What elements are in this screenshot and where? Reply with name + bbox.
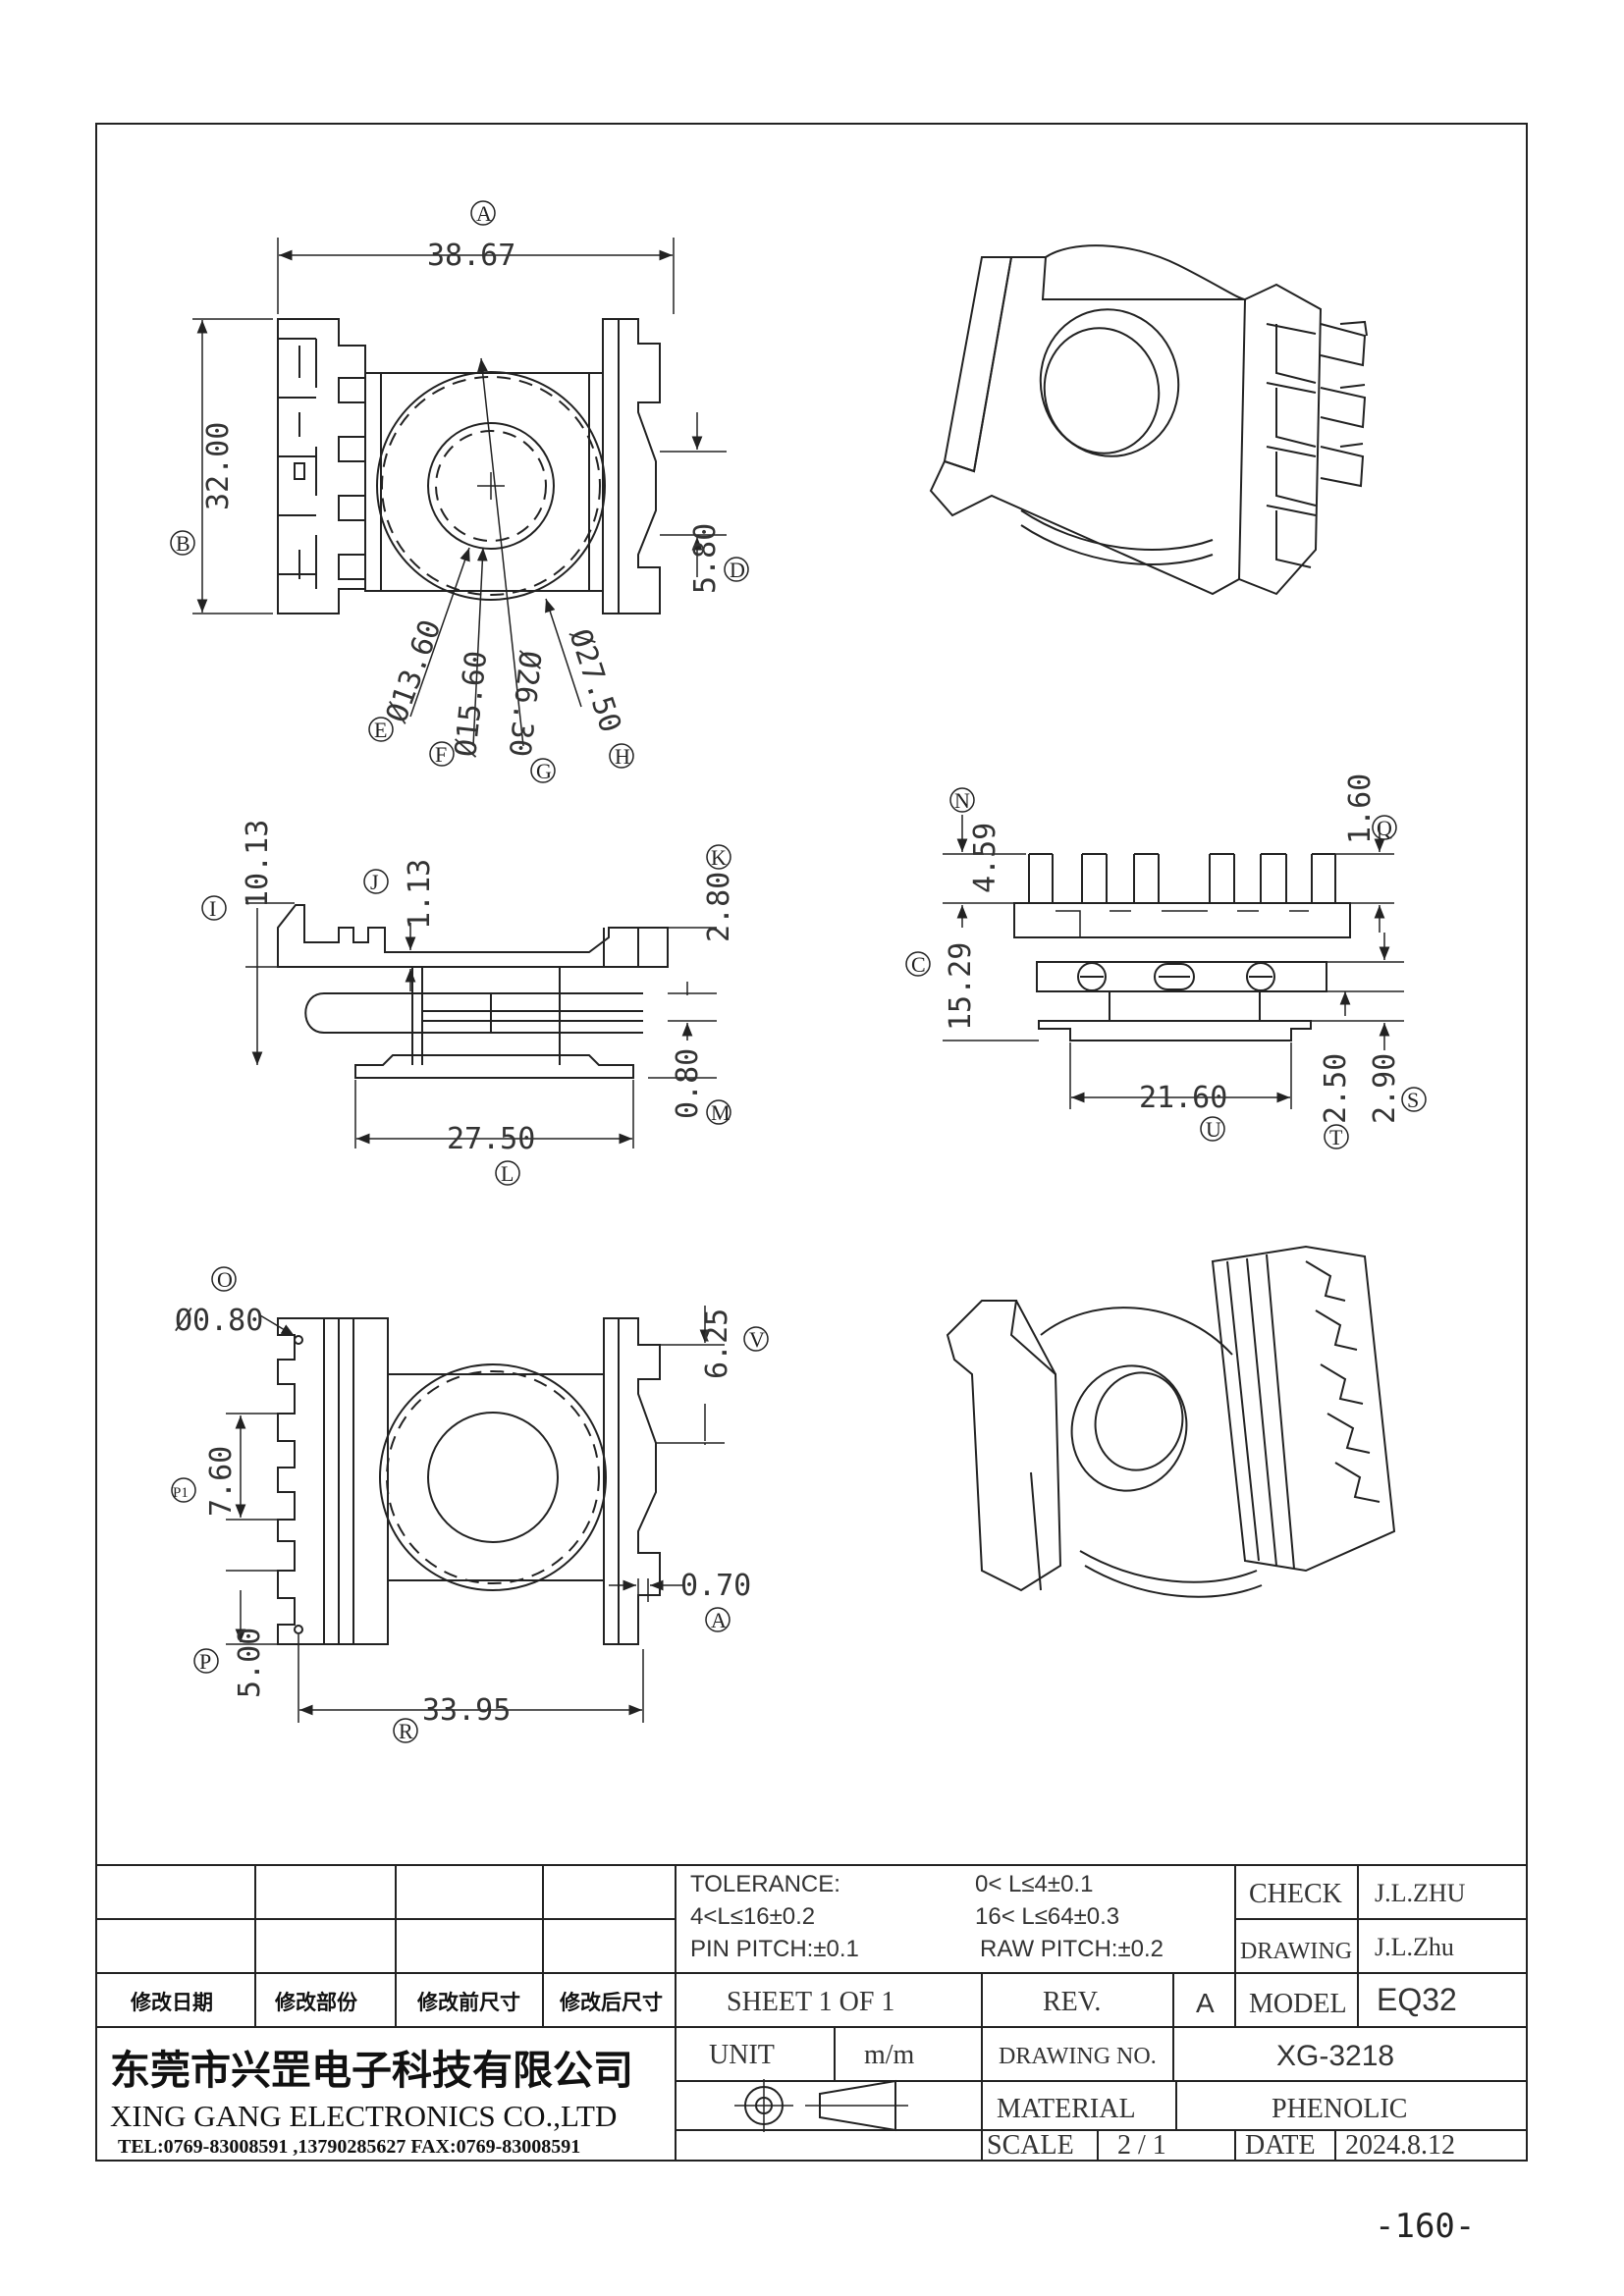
dim-b-value: 32.00 (201, 422, 236, 510)
side-view (201, 844, 731, 1186)
page-number: -160- (1375, 2207, 1476, 2246)
date-label: DATE (1245, 2130, 1316, 2161)
rev-header-date: 修改日期 (130, 1991, 213, 2014)
company-name-en: XING GANG ELECTRONICS CO.,LTD (110, 2099, 617, 2133)
dim-d-label: D (730, 558, 745, 582)
dim-m-value: 0.80 (671, 1048, 705, 1119)
drawing-label: DRAWING (1240, 1939, 1352, 1964)
title-block (95, 1864, 1528, 2162)
top-view (170, 200, 749, 783)
dim-o-value: Ø0.80 (175, 1304, 263, 1338)
sheet-frame (95, 123, 1528, 2162)
dim-u-label: U (1206, 1117, 1221, 1142)
rev-header-part: 修改部份 (274, 1991, 358, 2014)
bottom-view (171, 1266, 769, 1743)
company-name-cn: 东莞市兴罡电子科技有限公司 (110, 2047, 633, 2094)
tolerance-line1-left: TOLERANCE: (690, 1871, 840, 1897)
dim-h-value: Ø27.50 (562, 625, 627, 737)
dim-b-label: B (176, 531, 190, 556)
check-label: CHECK (1249, 1879, 1342, 1909)
dim-h-label: H (615, 744, 630, 769)
rev-value: A (1196, 1988, 1215, 2018)
isometric-view-top (929, 244, 1368, 596)
dim-q-label: Q (1377, 816, 1392, 840)
rev-label: REV. (1043, 1987, 1101, 2017)
dim-p-value: 5.00 (233, 1628, 267, 1698)
dim-o-label: O (217, 1267, 233, 1292)
dim-p1-label: P1 (173, 1485, 189, 1501)
sheet-number: SHEET 1 OF 1 (727, 1987, 894, 2017)
top-view-annotations: 38.67 A 32.00 B 5.80 D Ø13.60 E Ø15.60 F… (176, 201, 745, 783)
dim-t-value: 2.50 (1319, 1053, 1353, 1124)
dim-q-value: 1.60 (1343, 774, 1378, 844)
model-value: EQ32 (1377, 1982, 1457, 2017)
drawing-no-value: XG-3218 (1276, 2040, 1394, 2072)
dim-p1-value: 7.60 (204, 1446, 239, 1517)
check-value: J.L.ZHU (1375, 1879, 1466, 1907)
tolerance-line2-left: 4<L≤16±0.2 (690, 1903, 815, 1930)
drawing-value: J.L.Zhu (1375, 1933, 1454, 1961)
dim-v-label: V (749, 1327, 765, 1352)
dim-t-label: T (1329, 1125, 1343, 1149)
dim-f-value: Ø15.60 (449, 649, 494, 758)
rev-header-after: 修改后尺寸 (559, 1991, 663, 2014)
dim-s-label: S (1407, 1088, 1419, 1112)
dim-l-value: 27.50 (447, 1122, 535, 1156)
dim-c-value: 15.29 (944, 942, 978, 1031)
dim-m-label: M (711, 1100, 731, 1125)
dim-p-label: P (199, 1649, 211, 1674)
side-view-annotations: 10.13 I 1.13 J 2.80 K 0.80 M 27.50 L (209, 820, 736, 1186)
dim-u-value: 21.60 (1139, 1081, 1227, 1115)
dim-a-value: 38.67 (427, 239, 515, 273)
scale-label: SCALE (987, 2130, 1074, 2161)
dim-g-value: Ø26.30 (502, 649, 547, 758)
dim-k-label: K (711, 845, 727, 870)
material-label: MATERIAL (997, 2094, 1136, 2124)
dim-r-value: 33.95 (422, 1693, 511, 1728)
dim-a2-value: 0.70 (680, 1569, 751, 1603)
model-label: MODEL (1249, 1989, 1347, 2019)
dim-f-label: F (435, 742, 447, 767)
dim-e-label: E (374, 718, 387, 742)
unit-label: UNIT (709, 2040, 775, 2070)
bottom-view-annotations: Ø0.80 O 6.25 V 7.60 P1 0.70 A 5.00 P 33.… (173, 1267, 765, 1743)
dim-s-value: 2.90 (1368, 1053, 1402, 1124)
drawing-no-label: DRAWING NO. (999, 2044, 1157, 2069)
dim-a2-label: A (711, 1608, 727, 1632)
dim-c-label: C (911, 952, 926, 977)
company-contact: TEL:0769-83008591 ,13790285627 FAX:0769-… (118, 2136, 580, 2158)
dim-g-label: G (536, 759, 552, 783)
front-view (905, 787, 1427, 1149)
dim-j-label: J (370, 870, 379, 894)
scale-value: 2 / 1 (1117, 2130, 1166, 2161)
unit-value: m/m (864, 2040, 915, 2070)
tolerance-line3-right: RAW PITCH:±0.2 (980, 1936, 1164, 1962)
front-view-annotations: 4.59 N 1.60 Q 15.29 C 21.60 U 2.50 T 2.9… (911, 774, 1419, 1149)
dim-k-value: 2.80 (702, 872, 736, 942)
dim-a-label: A (476, 201, 492, 226)
dim-d-value: 5.80 (688, 523, 723, 594)
dim-i-label: I (209, 896, 216, 921)
dim-e-value: Ø13.60 (380, 615, 449, 727)
dim-i-value: 10.13 (241, 820, 275, 908)
dim-r-label: R (399, 1719, 413, 1743)
dim-n-label: N (954, 788, 970, 813)
tolerance-line1-right: 0< L≤4±0.1 (975, 1871, 1093, 1897)
dim-j-value: 1.13 (403, 859, 437, 930)
tolerance-line3-left: PIN PITCH:±0.1 (690, 1936, 859, 1962)
dim-n-value: 4.59 (968, 823, 1002, 893)
dim-v-value: 6.25 (700, 1308, 734, 1379)
date-value: 2024.8.12 (1345, 2130, 1455, 2161)
isometric-view-bottom (946, 1245, 1396, 1598)
tolerance-line2-right: 16< L≤64±0.3 (975, 1903, 1119, 1930)
title-block-text: 修改日期 修改部份 修改前尺寸 修改后尺寸 TOLERANCE: 0< L≤4±… (110, 1871, 1466, 2161)
rev-header-before: 修改前尺寸 (416, 1991, 520, 2014)
material-value: PHENOLIC (1272, 2094, 1407, 2124)
dim-l-label: L (501, 1161, 514, 1186)
